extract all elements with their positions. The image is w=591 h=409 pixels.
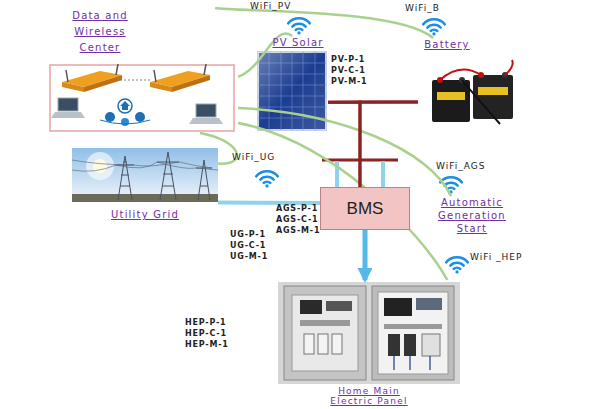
panel-wiring: [394, 356, 430, 370]
house-icon: [120, 101, 130, 110]
laptop-base: [51, 112, 85, 118]
node-heading: PV Solar: [266, 36, 330, 49]
contactor: [388, 334, 400, 356]
signal-code: HEP-P-1: [185, 318, 226, 327]
transmission-tower: [157, 152, 179, 200]
battery-block: [473, 75, 513, 119]
panel-background: [278, 282, 460, 384]
breaker: [304, 334, 314, 354]
utility-grid-node: Utility Grid: [72, 148, 218, 226]
signal-code: UG-P-1: [230, 230, 266, 239]
panel-cabinet: [284, 286, 366, 380]
battery-cable: [505, 60, 513, 75]
power-flow-arrow: [362, 230, 367, 280]
router-antenna: [66, 70, 68, 82]
wifi-label: WiFi_AGS: [436, 161, 485, 171]
signal-code: AGS-P-1: [276, 204, 318, 213]
signal-code: PV-P-1: [331, 55, 365, 64]
network-arc: [100, 120, 150, 124]
router-antenna: [116, 64, 118, 75]
node-heading: Automatic Generation Start: [430, 196, 514, 235]
power-wires: [72, 160, 218, 171]
router-front: [62, 82, 84, 92]
battery-cable: [440, 70, 481, 80]
battery-node: Battery: [418, 38, 518, 126]
battery-illustration: [432, 60, 513, 124]
panel-controller: [384, 298, 412, 316]
router-antenna: [154, 70, 156, 82]
pv-solar-node: PV Solar: [256, 36, 328, 132]
panel-cabinet: [372, 286, 454, 380]
node-heading: Battery: [418, 38, 476, 51]
battery-label: [478, 87, 508, 95]
panel-door: [292, 295, 358, 371]
breaker: [332, 334, 342, 354]
signal-code: PV-C-1: [331, 66, 366, 75]
wifi-icon: [256, 171, 278, 187]
din-rail: [384, 324, 442, 329]
wifi-icon: [288, 18, 310, 34]
signal-code: PV-M-1: [331, 77, 367, 86]
dc-power-line: [360, 102, 418, 187]
signal-code: AGS-C-1: [276, 215, 318, 224]
bms-box: BMS: [320, 187, 410, 230]
sun-glow: [86, 152, 114, 180]
network-icon: [105, 112, 115, 122]
battery-label: [437, 92, 465, 100]
wireless-link: [215, 8, 433, 38]
panel-module: [416, 298, 442, 310]
router-side: [172, 75, 210, 92]
router-side: [84, 75, 122, 92]
wifi-label: WiFi _HEP: [470, 252, 522, 262]
house-icon-ring: [118, 99, 132, 113]
ground: [72, 194, 218, 202]
wifi-icon: [446, 257, 468, 273]
electric-panel-illustration: [278, 282, 460, 384]
breaker: [318, 334, 328, 354]
transmission-tower: [116, 156, 134, 200]
wifi-label: WiFi_UG: [232, 152, 275, 162]
signal-code: UG-M-1: [230, 252, 268, 261]
laptop-screen: [196, 104, 216, 117]
panel-module: [326, 301, 352, 311]
wireless-link: [200, 133, 237, 164]
signal-code: HEP-M-1: [185, 340, 229, 349]
data-center-illustration: [50, 64, 234, 131]
terminal-block: [422, 334, 440, 356]
battery-block: [432, 80, 470, 122]
contactor: [404, 334, 416, 356]
dc-power-line: [328, 102, 360, 187]
wifi-label: WiFi_B: [405, 3, 440, 13]
signal-code: AGS-M-1: [276, 226, 320, 235]
panel-backplate: [378, 292, 448, 374]
ags-node: Automatic Generation Start: [430, 196, 514, 238]
node-heading: Home Main Electric Panel: [316, 386, 422, 406]
data-center-frame: [50, 65, 234, 131]
router-antenna: [204, 64, 206, 75]
router-link: [120, 80, 152, 81]
node-heading: Data and Wireless Center: [62, 8, 138, 56]
laptop-screen: [58, 98, 78, 111]
data-center-node: Data and Wireless Center: [48, 8, 238, 133]
panel-display: [300, 300, 322, 314]
utility-grid-illustration: [72, 148, 218, 202]
battery-cable: [462, 80, 500, 124]
signal-code: HEP-C-1: [185, 329, 227, 338]
laptop-base: [189, 118, 223, 124]
wifi-label: WiFi_PV: [250, 1, 291, 11]
network-icon: [135, 112, 145, 122]
router-front: [150, 82, 172, 92]
node-heading: Utility Grid: [97, 208, 193, 221]
box-label: BMS: [321, 188, 409, 229]
home-panel-node: Home Main Electric Panel: [278, 280, 460, 408]
signal-code: UG-C-1: [230, 241, 266, 250]
network-icon: [121, 118, 129, 126]
sky: [72, 148, 218, 202]
din-rail: [300, 320, 350, 326]
bus-stub: [381, 161, 385, 187]
